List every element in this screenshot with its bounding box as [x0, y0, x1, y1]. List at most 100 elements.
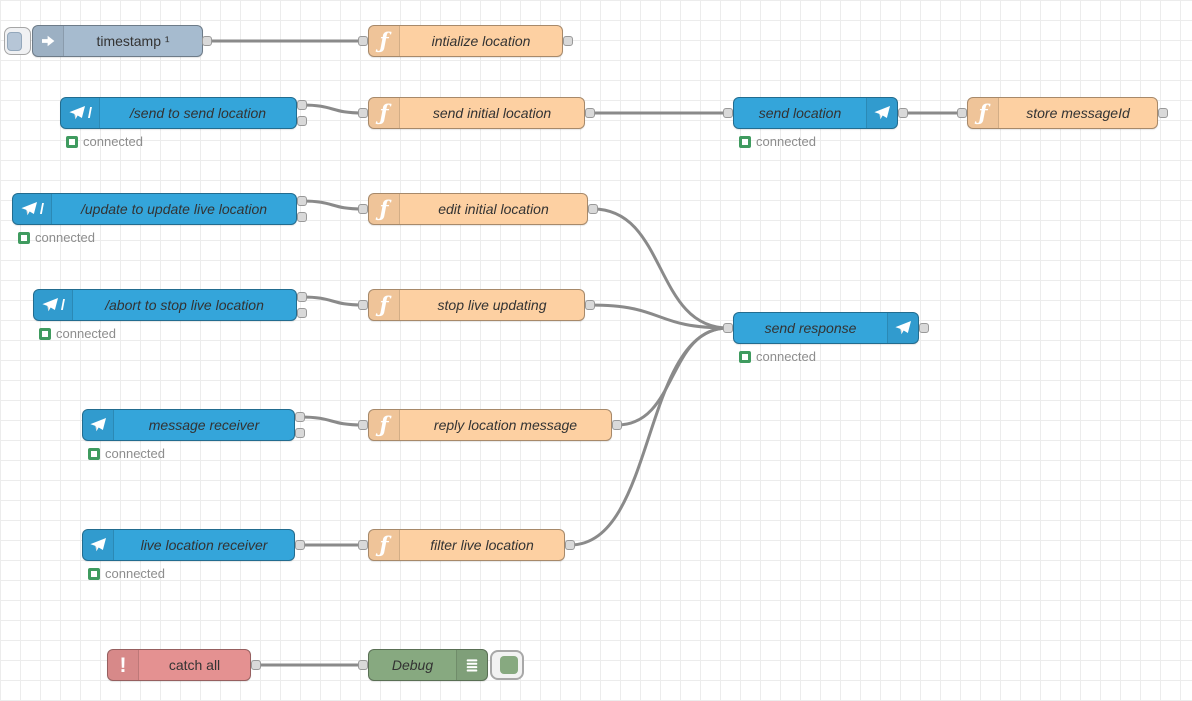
wire[interactable] — [591, 207, 730, 330]
node-label: send response — [764, 320, 857, 336]
function-icon: ƒ — [369, 98, 400, 128]
node-catch-all[interactable]: !catch all — [107, 649, 251, 681]
status-ring-icon — [39, 327, 51, 340]
function-icon: ƒ — [369, 530, 400, 560]
output-port[interactable] — [297, 292, 307, 302]
node-sender-send-response[interactable]: send response — [733, 312, 919, 344]
input-port[interactable] — [358, 660, 368, 670]
output-port[interactable] — [297, 308, 307, 318]
status-text: connected — [105, 566, 165, 581]
inject-icon — [33, 26, 64, 56]
input-port[interactable] — [358, 36, 368, 46]
node-label: message receiver — [148, 417, 260, 433]
output-port[interactable] — [202, 36, 212, 46]
function-icon: ƒ — [369, 194, 400, 224]
output-port[interactable] — [588, 204, 598, 214]
node-label: intialize location — [431, 33, 531, 49]
telegram-icon — [887, 313, 918, 343]
node-label: timestamp ¹ — [96, 33, 170, 49]
status-text: connected — [105, 446, 165, 461]
wire[interactable] — [298, 415, 365, 427]
output-port[interactable] — [563, 36, 573, 46]
node-status: connected — [88, 566, 165, 581]
input-port[interactable] — [723, 323, 733, 333]
node-debug[interactable]: Debug — [368, 649, 488, 681]
output-port[interactable] — [297, 196, 307, 206]
output-port[interactable] — [585, 300, 595, 310]
node-function-reply-location-message[interactable]: ƒ reply location message — [368, 409, 612, 441]
node-function-intialize-location[interactable]: ƒ intialize location — [368, 25, 563, 57]
input-port[interactable] — [723, 108, 733, 118]
node-command-abort[interactable]: / /abort to stop live location — [33, 289, 297, 321]
debug-toggle-inner — [500, 656, 518, 674]
wire[interactable] — [300, 103, 365, 115]
output-port[interactable] — [295, 540, 305, 550]
wire[interactable] — [588, 303, 730, 330]
output-port[interactable] — [1158, 108, 1168, 118]
telegram-command-icon: / — [61, 98, 100, 128]
output-port[interactable] — [612, 420, 622, 430]
input-port[interactable] — [358, 108, 368, 118]
telegram-icon — [83, 530, 114, 560]
telegram-command-icon: / — [34, 290, 73, 320]
output-port[interactable] — [919, 323, 929, 333]
status-text: connected — [83, 134, 143, 149]
node-label: store messageId — [1026, 105, 1130, 121]
output-port[interactable] — [585, 108, 595, 118]
wire[interactable] — [568, 326, 730, 547]
output-port[interactable] — [295, 428, 305, 438]
node-status: connected — [739, 349, 816, 364]
node-command-update[interactable]: //update to update live location — [12, 193, 297, 225]
function-icon: ƒ — [369, 410, 400, 440]
node-label: /send to send location — [129, 105, 267, 121]
output-port[interactable] — [297, 212, 307, 222]
output-port[interactable] — [251, 660, 261, 670]
node-status: connected — [66, 134, 143, 149]
output-port[interactable] — [297, 116, 307, 126]
output-port[interactable] — [295, 412, 305, 422]
node-label: send location — [758, 105, 842, 121]
node-status: connected — [39, 326, 116, 341]
function-icon: ƒ — [369, 26, 400, 56]
node-label: /abort to stop live location — [105, 297, 264, 313]
telegram-icon — [83, 410, 114, 440]
node-receiver-message[interactable]: message receiver — [82, 409, 295, 441]
node-label: live location receiver — [140, 537, 268, 553]
node-label: send initial location — [432, 105, 552, 121]
status-text: connected — [35, 230, 95, 245]
input-port[interactable] — [957, 108, 967, 118]
node-label: Debug — [391, 657, 434, 673]
output-port[interactable] — [898, 108, 908, 118]
node-function-send-initial-location[interactable]: ƒ send initial location — [368, 97, 585, 129]
node-label: reply location message — [433, 417, 578, 433]
wire[interactable] — [300, 295, 365, 307]
status-text: connected — [756, 134, 816, 149]
status-text: connected — [56, 326, 116, 341]
telegram-icon — [866, 98, 897, 128]
node-receiver-live-location[interactable]: live location receiver — [82, 529, 295, 561]
inject-button[interactable] — [4, 27, 31, 55]
output-port[interactable] — [297, 100, 307, 110]
input-port[interactable] — [358, 420, 368, 430]
status-ring-icon — [88, 567, 100, 580]
node-inject-timestamp[interactable]: timestamp ¹ — [32, 25, 203, 57]
status-ring-icon — [739, 350, 751, 363]
node-sender-send-location[interactable]: send location — [733, 97, 898, 129]
debug-toggle-button[interactable] — [490, 650, 524, 680]
wire[interactable] — [300, 199, 365, 211]
inject-button-inner — [7, 31, 22, 51]
status-ring-icon — [88, 447, 100, 460]
catch-icon: ! — [108, 650, 139, 680]
node-command-send[interactable]: / /send to send location — [60, 97, 297, 129]
input-port[interactable] — [358, 540, 368, 550]
input-port[interactable] — [358, 300, 368, 310]
output-port[interactable] — [565, 540, 575, 550]
status-ring-icon — [739, 135, 751, 148]
input-port[interactable] — [358, 204, 368, 214]
